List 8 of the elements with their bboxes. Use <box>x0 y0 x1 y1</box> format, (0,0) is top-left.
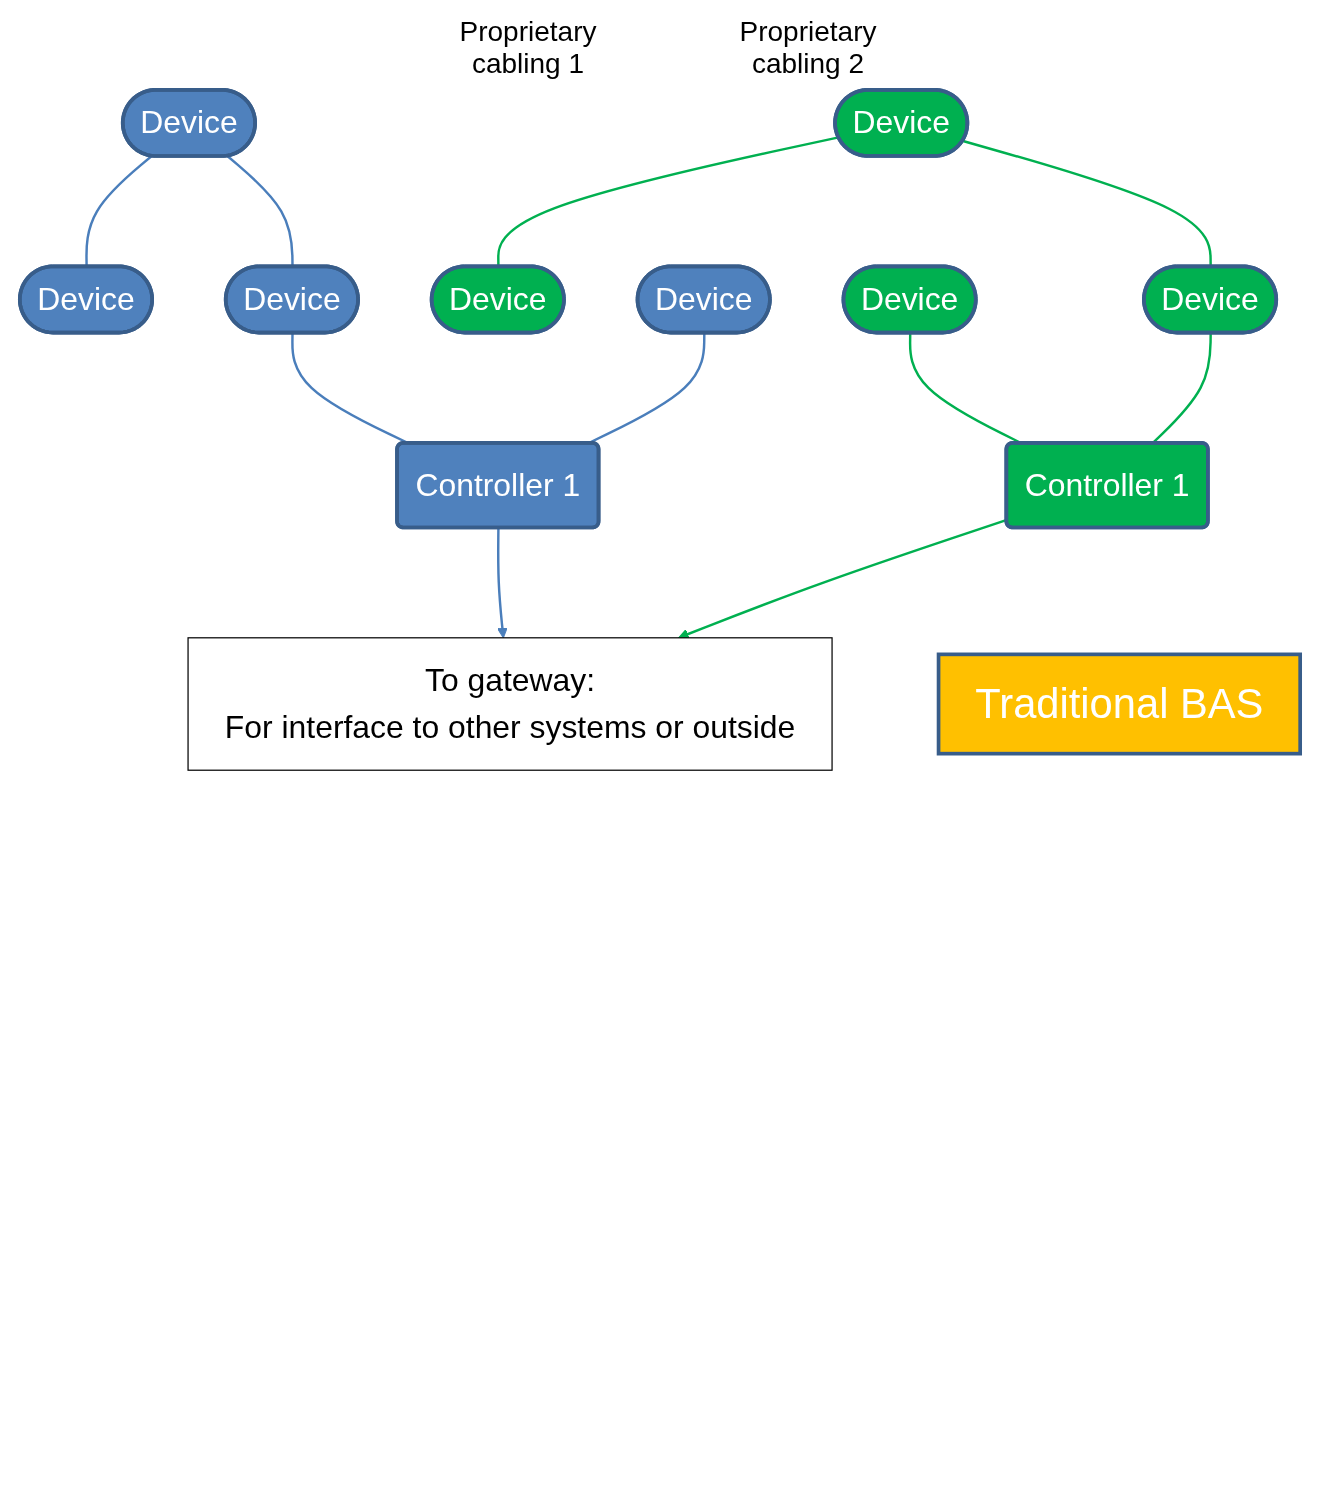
connector <box>85 155 153 267</box>
arrow <box>497 528 508 639</box>
cabling-label: Proprietary cabling 1 <box>458 16 598 80</box>
node-box: To gateway: For interface to other systems or outside <box>187 637 833 771</box>
connector <box>962 139 1212 267</box>
cabling-label: Proprietary cabling 2 <box>738 16 878 80</box>
node-box: Traditional BAS <box>936 652 1302 756</box>
connector <box>226 155 294 267</box>
